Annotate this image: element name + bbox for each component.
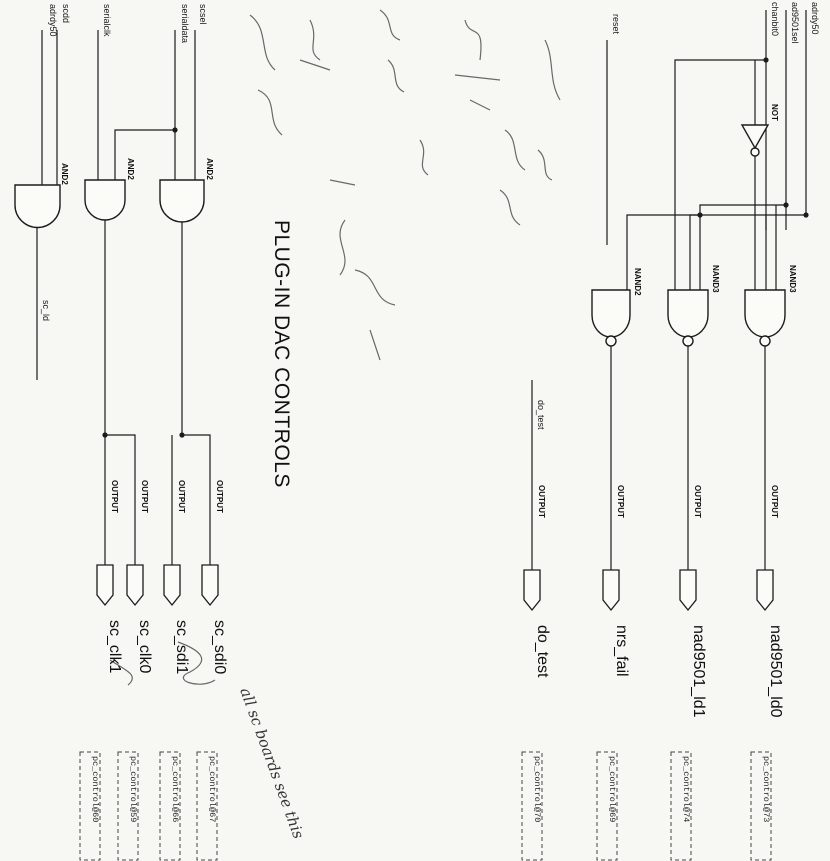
pc-control-box bbox=[159, 751, 181, 861]
output-connector bbox=[756, 569, 774, 612]
output-connector bbox=[679, 569, 697, 612]
gate-type-and2: AND2 bbox=[205, 158, 214, 180]
pc-control-box bbox=[117, 751, 139, 861]
sdi-fanout-1 bbox=[182, 434, 211, 565]
handwritten-note: all sc boards see this bbox=[236, 685, 308, 841]
output-type-label: OUTPUT bbox=[110, 480, 119, 513]
pc-control-label: pc_control@73 bbox=[761, 756, 771, 822]
gate-type-nand2: NAND2 bbox=[633, 268, 642, 296]
input-label-serialdata: serialdata bbox=[180, 4, 190, 43]
handwritten-scribbles bbox=[109, 9, 561, 686]
gate-type-nand3: NAND3 bbox=[711, 265, 720, 293]
output-type-label: OUTPUT bbox=[537, 485, 546, 518]
junction-dot bbox=[697, 212, 703, 218]
ad9501sel-branch bbox=[699, 204, 786, 290]
input-label-adrdy50-right: adrdy50 bbox=[810, 2, 820, 35]
diagram-title: PLUG-IN DAC CONTROLS bbox=[270, 220, 293, 488]
pc-control-boxes bbox=[79, 751, 772, 861]
gate-type-not: NOT bbox=[770, 104, 779, 121]
output-net-label: sc_sdi1 bbox=[173, 620, 190, 674]
output-connectors-left bbox=[96, 564, 219, 607]
pc-control-box bbox=[596, 751, 618, 861]
gate-type-and2: AND2 bbox=[60, 163, 69, 185]
pc-control-box bbox=[521, 751, 543, 861]
pc-control-label: pc_control@66 bbox=[170, 756, 180, 822]
output-type-label: OUTPUT bbox=[140, 480, 149, 513]
output-type-label: OUTPUT bbox=[693, 485, 702, 518]
output-connectors-right bbox=[523, 569, 774, 612]
output-connector bbox=[523, 569, 541, 612]
chanbit0-branch bbox=[674, 59, 766, 290]
wire-label-do-test: do_test bbox=[536, 400, 546, 430]
serialdata-branch bbox=[114, 129, 175, 185]
junction-dot bbox=[179, 432, 185, 438]
check-scribble bbox=[177, 641, 216, 685]
gate-type-and2: AND2 bbox=[126, 158, 135, 180]
check-scribble bbox=[109, 659, 133, 686]
junction-dot bbox=[783, 202, 789, 208]
input-label-serialclk: serialclk bbox=[102, 4, 112, 37]
input-label-scsel: scsel bbox=[198, 4, 208, 25]
pc-control-label: pc_control@70 bbox=[532, 756, 542, 822]
pc-control-label: pc_control@67 bbox=[207, 756, 217, 822]
output-net-label: sc_clk0 bbox=[136, 620, 153, 673]
pc-control-label: pc_control@74 bbox=[681, 756, 691, 822]
input-label-chanbit0: chanbit0 bbox=[770, 2, 780, 36]
input-label-ad9501sel: ad9501sel bbox=[790, 2, 800, 44]
and2-gate-clk bbox=[84, 179, 126, 221]
output-net-label: nrs_fail bbox=[613, 625, 630, 677]
clk-fanout-1 bbox=[105, 434, 136, 565]
output-net-label: do_test bbox=[534, 625, 551, 678]
pc-control-box bbox=[79, 751, 101, 861]
and2-gate-sdi bbox=[159, 179, 205, 223]
gate-type-nand3: NAND3 bbox=[788, 265, 797, 293]
and2-gate-sc-ld bbox=[14, 184, 61, 229]
pc-control-box bbox=[670, 751, 692, 861]
output-net-label: sc_clk1 bbox=[106, 620, 123, 673]
input-label-scdd: scdd bbox=[61, 4, 71, 23]
output-type-label: OUTPUT bbox=[215, 480, 224, 513]
output-type-label: OUTPUT bbox=[616, 485, 625, 518]
output-net-label: nad9501_ld0 bbox=[767, 625, 784, 718]
output-type-label: OUTPUT bbox=[177, 480, 186, 513]
output-connector bbox=[201, 564, 219, 607]
junction-dot bbox=[172, 127, 178, 133]
pc-control-box bbox=[750, 751, 772, 861]
input-label-adrdy50: adrdy50 bbox=[48, 4, 58, 37]
pc-control-box bbox=[196, 751, 218, 861]
junction-dot bbox=[102, 432, 108, 438]
output-connector bbox=[126, 564, 144, 607]
output-net-label: nad9501_ld1 bbox=[690, 625, 707, 718]
output-connector bbox=[96, 564, 114, 607]
pc-control-label: pc_control@60 bbox=[90, 756, 100, 822]
output-connector bbox=[163, 564, 181, 607]
pc-control-label: pc_control@59 bbox=[128, 756, 138, 822]
output-type-label: OUTPUT bbox=[770, 485, 779, 518]
output-net-label: sc_sdi0 bbox=[211, 620, 228, 674]
output-connector bbox=[602, 569, 620, 612]
junction-dot bbox=[763, 57, 769, 63]
pc-control-label: pc_control@69 bbox=[607, 756, 617, 822]
nrs-input bbox=[626, 214, 700, 290]
wire-label-sc-ld: sc_ld bbox=[41, 300, 51, 321]
junction-dot bbox=[803, 212, 809, 218]
input-label-reset: reset bbox=[611, 14, 621, 35]
